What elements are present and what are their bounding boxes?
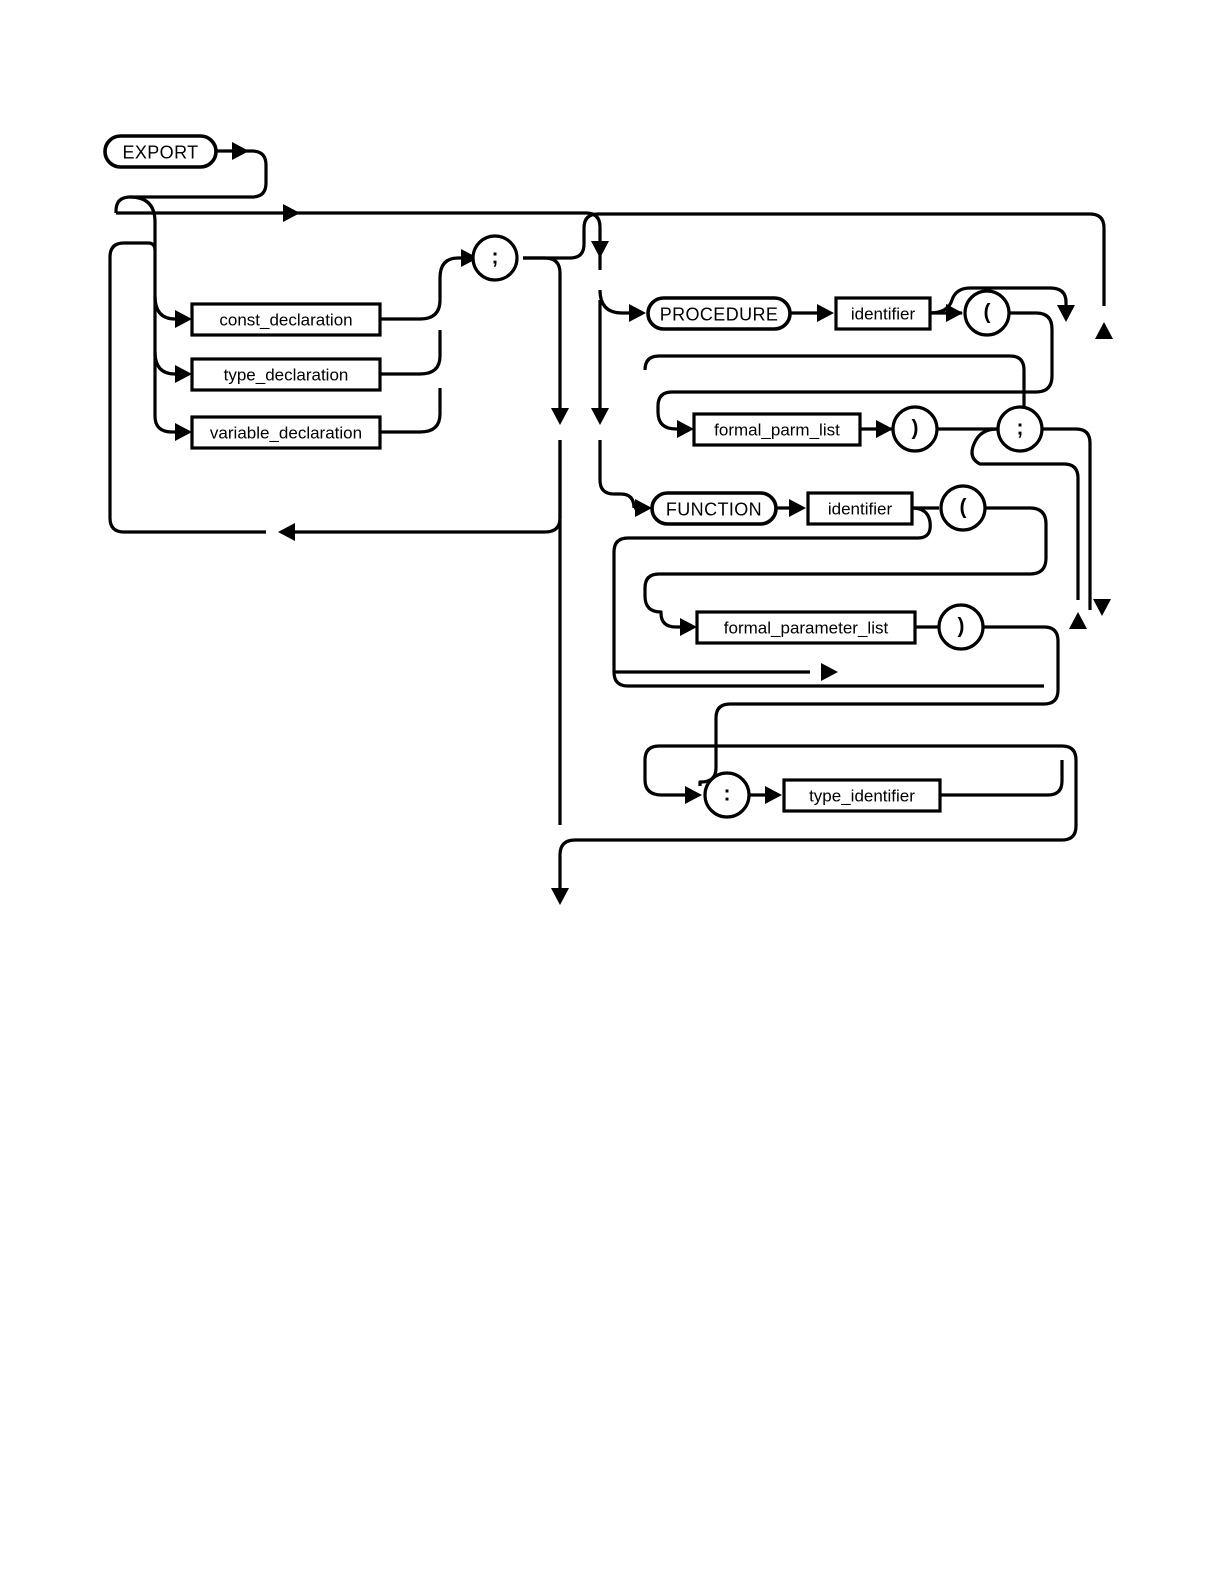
- node-semicolon-main[interactable]: ;: [471, 234, 519, 282]
- node-formal-parm-list[interactable]: formal_parm_list: [692, 412, 862, 447]
- node-export-keyword[interactable]: EXPORT: [103, 134, 218, 169]
- arrow-branch-selector-down-icon: [591, 241, 609, 258]
- node-semicolon-main-label: ;: [492, 246, 499, 269]
- rail-lines: [108, 149, 1106, 890]
- arrow-to-variable-declaration-icon: [175, 423, 192, 441]
- node-type-identifier-label: type_identifier: [809, 787, 915, 806]
- node-semicolon-right[interactable]: ;: [996, 405, 1044, 453]
- node-function-lparen-label: (: [960, 496, 967, 519]
- arrow-to-colon-icon: [685, 786, 702, 804]
- node-function-lparen[interactable]: (: [939, 484, 987, 532]
- node-formal-parameter-list[interactable]: formal_parameter_list: [695, 610, 917, 645]
- node-procedure-keyword[interactable]: PROCEDURE: [646, 296, 792, 331]
- node-procedure-lparen[interactable]: (: [963, 289, 1011, 337]
- node-function-keyword-label: FUNCTION: [666, 500, 762, 520]
- arrow-to-function-icon: [635, 499, 652, 517]
- arrow-to-function-identifier-icon: [789, 499, 806, 517]
- node-variable-declaration[interactable]: variable_declaration: [190, 415, 382, 450]
- node-function-rparen-label: ): [958, 615, 965, 638]
- arrow-to-procedure-icon: [629, 304, 646, 322]
- node-function-rparen[interactable]: ): [937, 603, 985, 651]
- arrow-procedure-up-icon: [1095, 322, 1113, 339]
- node-export-keyword-label: EXPORT: [122, 143, 198, 163]
- node-procedure-keyword-label: PROCEDURE: [660, 305, 779, 325]
- arrow-to-procedure-lparen-icon: [946, 304, 963, 322]
- node-procedure-rparen-label: ): [912, 417, 919, 440]
- node-function-identifier-label: identifier: [828, 500, 893, 519]
- node-formal-parameter-list-label: formal_parameter_list: [724, 619, 889, 638]
- node-type-declaration[interactable]: type_declaration: [190, 357, 382, 392]
- node-const-declaration-label: const_declaration: [219, 311, 352, 330]
- arrow-to-formal-parameter-list-icon: [680, 618, 697, 636]
- arrow-main-entry-icon: [283, 204, 300, 222]
- node-const-declaration[interactable]: const_declaration: [190, 302, 382, 337]
- node-variable-declaration-label: variable_declaration: [210, 424, 362, 443]
- arrow-to-procedure-identifier-icon: [817, 304, 834, 322]
- arrow-after-export-icon: [232, 142, 249, 160]
- node-colon-label: :: [724, 783, 731, 806]
- arrow-to-const-declaration-icon: [175, 310, 192, 328]
- arrow-to-type-identifier-icon: [765, 786, 782, 804]
- arrow-right-rail-down-icon: [1093, 599, 1111, 616]
- node-function-keyword[interactable]: FUNCTION: [650, 491, 778, 526]
- node-procedure-rparen[interactable]: ): [891, 405, 939, 453]
- arrow-procedure-down-icon: [1057, 305, 1075, 322]
- node-type-identifier[interactable]: type_identifier: [782, 778, 942, 813]
- arrow-to-procedure-rparen-icon: [876, 420, 893, 438]
- arrow-to-formal-parm-list-icon: [677, 420, 694, 438]
- arrow-function-bypass-icon: [821, 663, 838, 681]
- node-procedure-identifier[interactable]: identifier: [834, 296, 932, 331]
- arrow-main-down-mid-icon: [551, 408, 569, 425]
- node-procedure-identifier-label: identifier: [851, 305, 916, 324]
- node-type-declaration-label: type_declaration: [224, 366, 349, 385]
- node-semicolon-right-label: ;: [1017, 417, 1024, 440]
- node-procedure-lparen-label: (: [984, 301, 991, 324]
- arrow-to-type-declaration-icon: [175, 365, 192, 383]
- node-colon[interactable]: :: [703, 771, 751, 819]
- arrow-right-rail-up-icon: [1069, 612, 1087, 629]
- arrow-branch-selector-down2-icon: [591, 408, 609, 425]
- arrow-loopback-left-icon: [278, 523, 295, 541]
- node-function-identifier[interactable]: identifier: [806, 491, 914, 526]
- node-formal-parm-list-label: formal_parm_list: [714, 421, 840, 440]
- arrow-main-exit-icon: [551, 888, 569, 905]
